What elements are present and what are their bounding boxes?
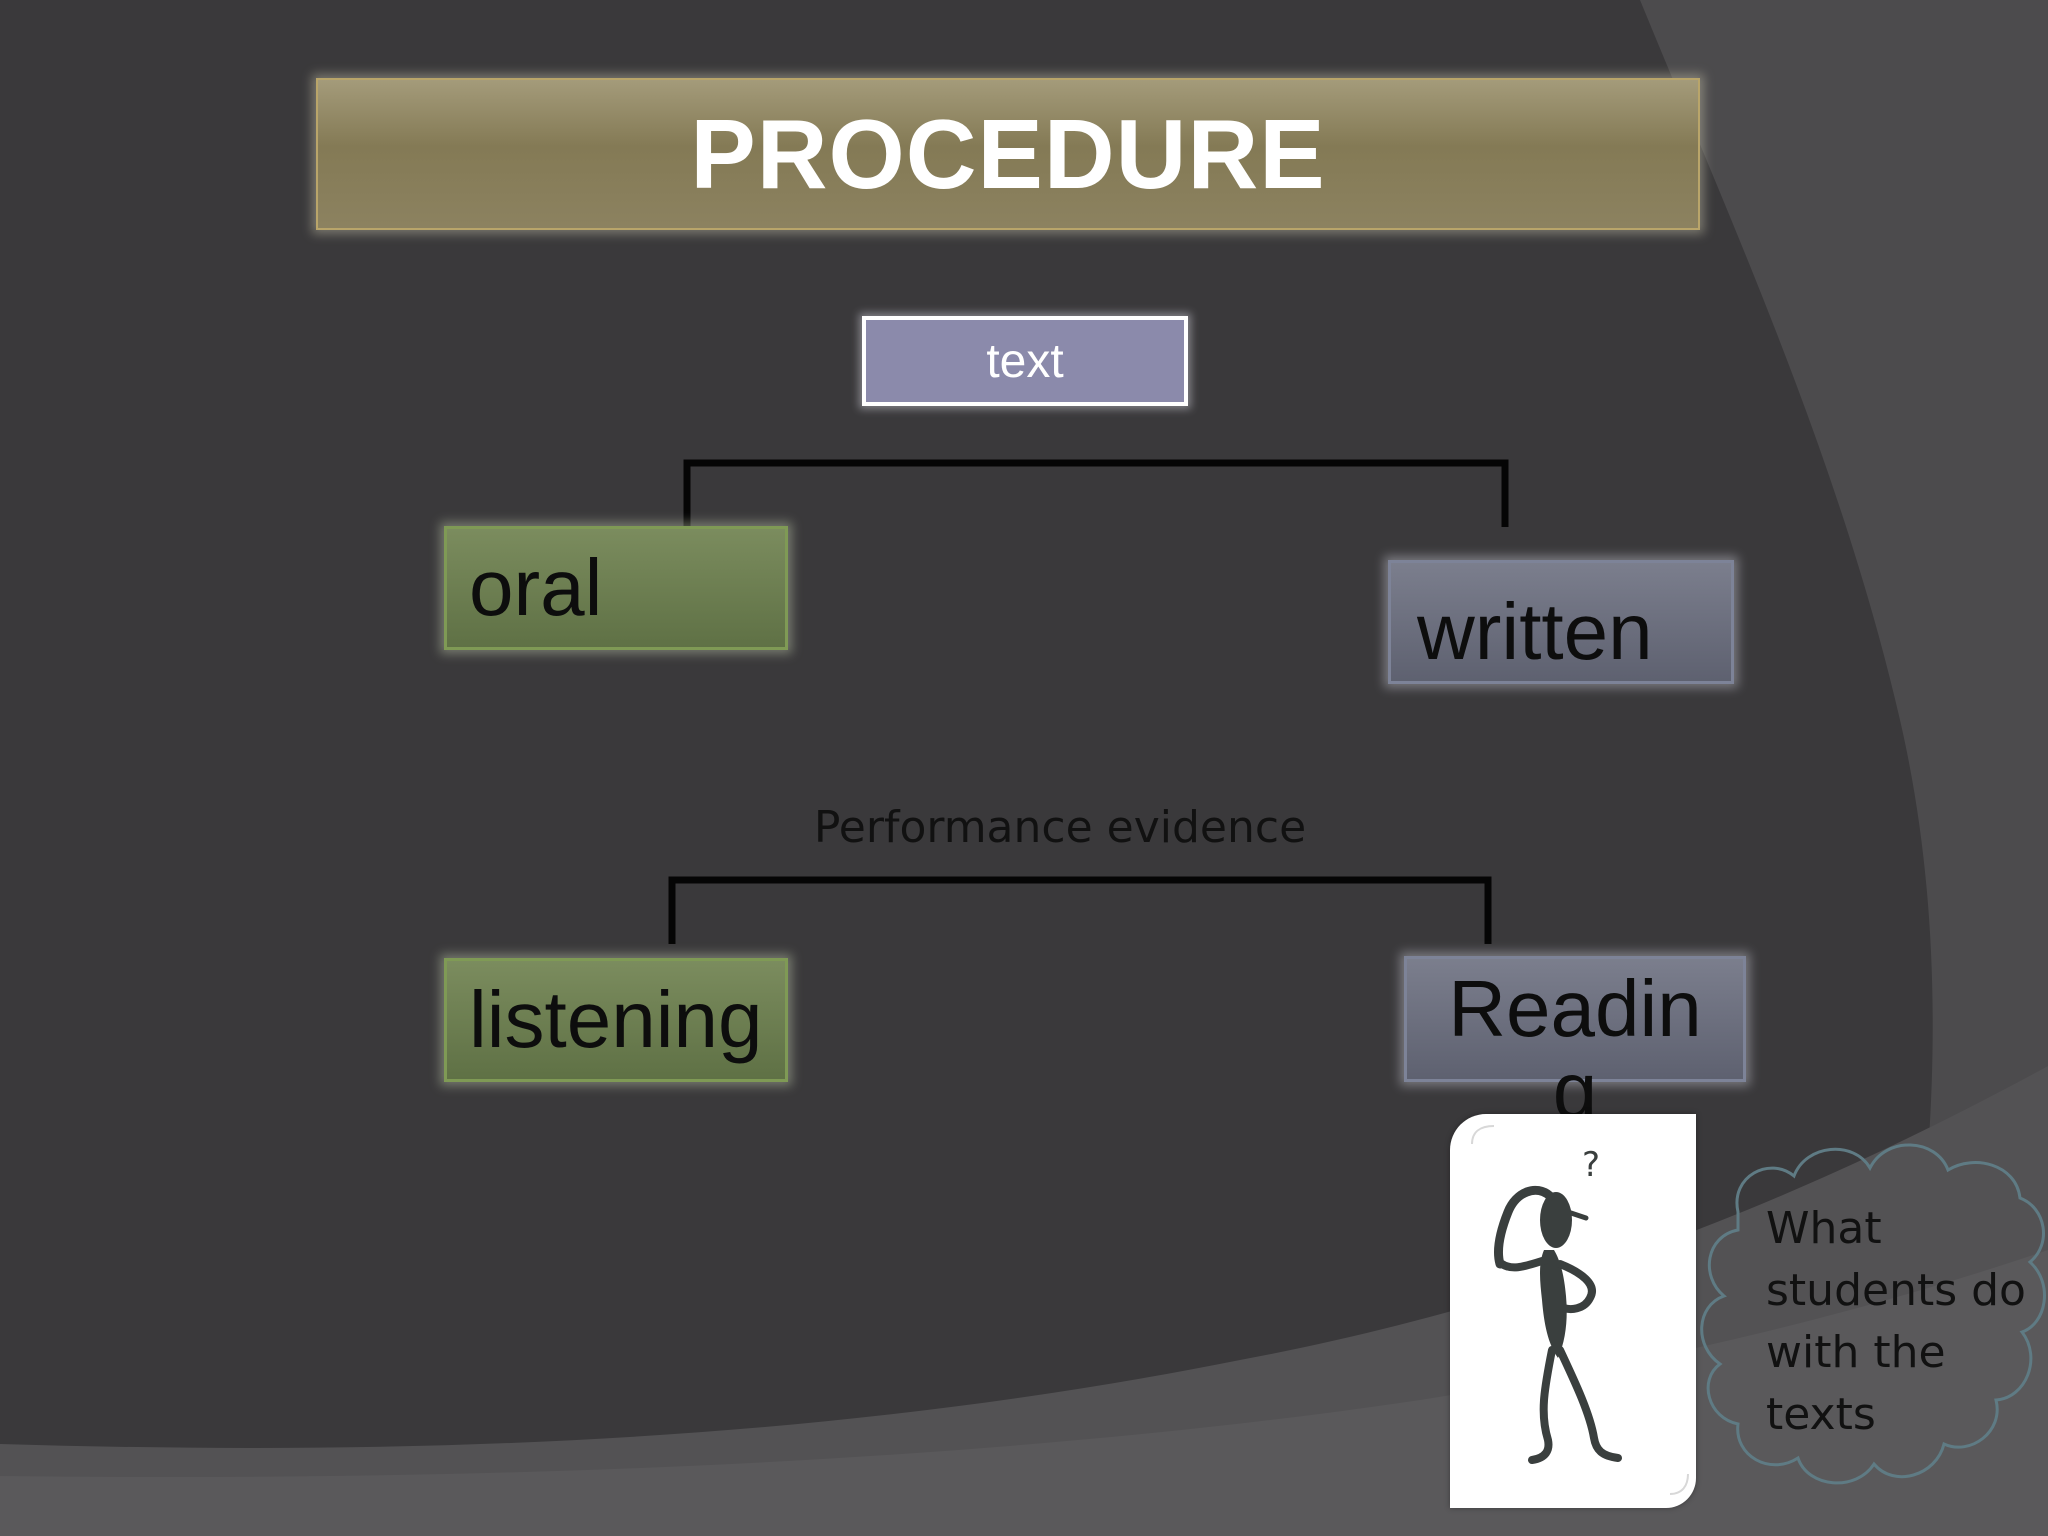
callout-text: What students do with the texts (1766, 1203, 2026, 1440)
figure-card: ? (1450, 1114, 1696, 1508)
branch-label-oral: oral (469, 543, 603, 632)
root-node-label: text (986, 334, 1064, 388)
thought-cloud (1700, 1143, 2046, 1485)
root-node-text: text (862, 316, 1188, 406)
branch-node-written: written (1388, 560, 1734, 684)
leaf-label-listening: listening (469, 975, 763, 1064)
branch-label-written: written (1417, 587, 1653, 676)
leaf-node-reading: Reading (1404, 956, 1746, 1132)
leaf-label-reading: Reading (1448, 964, 1702, 1135)
confused-person-icon: ? (1471, 1125, 1689, 1495)
svg-text:?: ? (1582, 1145, 1600, 1185)
branch-node-oral: oral (444, 526, 788, 650)
leaf-node-listening: listening (444, 958, 788, 1082)
connector-label: Performance evidence (813, 802, 1307, 853)
title-banner: PROCEDURE (316, 78, 1700, 230)
slide-title: PROCEDURE (690, 98, 1326, 209)
